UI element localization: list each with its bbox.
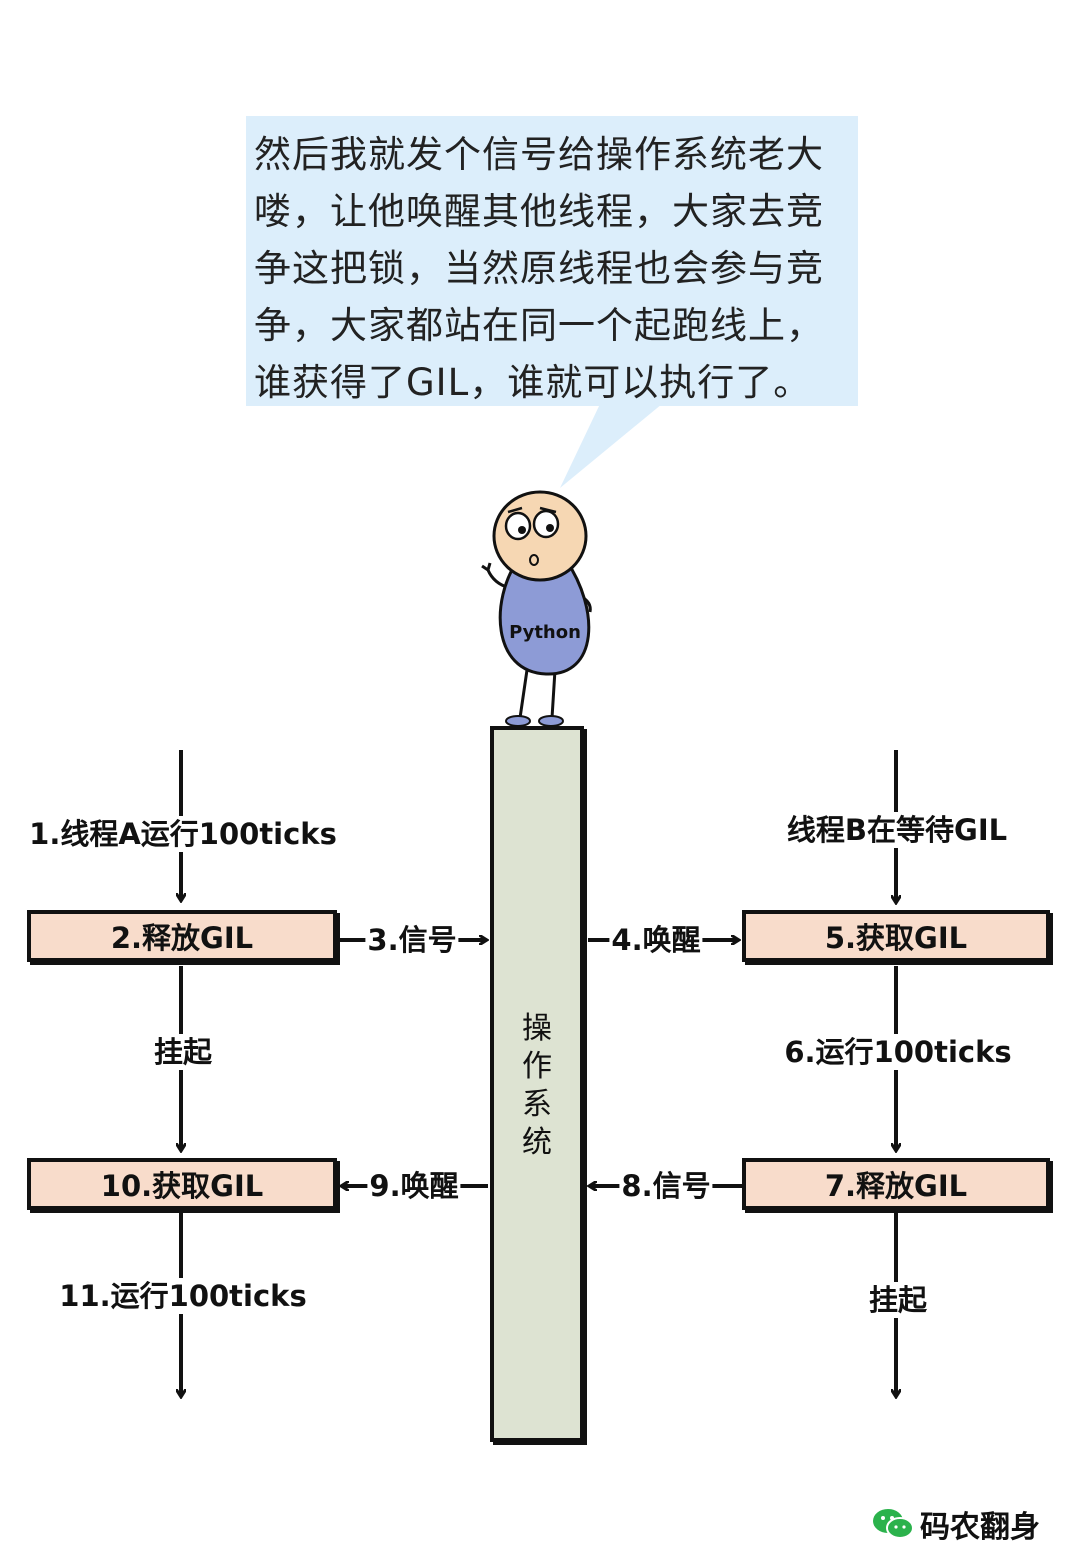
release-gil-label-7: 7.释放GIL — [824, 1169, 968, 1203]
release-gil-box-7: 7.释放GIL — [742, 1158, 1050, 1210]
acquire-gil-box-10: 10.获取GIL — [27, 1158, 337, 1210]
release-gil-label-2: 2.释放GIL — [110, 921, 254, 955]
right-suspend-label: 挂起 — [866, 1282, 930, 1318]
watermark-text: 码农翻身 — [920, 1510, 1040, 1545]
signal-3-label: 3.信号 — [365, 922, 459, 958]
release-gil-box-2: 2.释放GIL — [27, 910, 337, 962]
thread-b-waiting-label: 线程B在等待GIL — [784, 812, 1010, 848]
python-character — [481, 490, 592, 727]
speech-bubble: 然后我就发个信号给操作系统老大 喽，让他唤醒其他线程，大家去竞 争这把锁，当然原… — [246, 116, 858, 406]
bubble-line-4: 争，大家都站在同一个起跑线上， — [254, 304, 824, 347]
bubble-line-3: 争这把锁，当然原线程也会参与竞 — [254, 247, 824, 290]
os-label: 操作系统 — [522, 1011, 552, 1160]
step-6-label: 6.运行100ticks — [782, 1034, 1014, 1070]
os-pillar — [490, 726, 584, 1442]
acquire-gil-box-5: 5.获取GIL — [742, 910, 1050, 962]
wake-4-label: 4.唤醒 — [609, 922, 703, 958]
wake-9-label: 9.唤醒 — [367, 1168, 461, 1204]
bubble-line-2: 喽，让他唤醒其他线程，大家去竞 — [254, 190, 824, 233]
bubble-line-1: 然后我就发个信号给操作系统老大 — [254, 133, 824, 176]
bubble-line-5: 谁获得了GIL，谁就可以执行了。 — [254, 361, 812, 404]
python-label: Python — [509, 622, 581, 643]
bubble-tail — [560, 404, 662, 488]
wechat-icon — [873, 1509, 914, 1539]
acquire-gil-label-10: 10.获取GIL — [100, 1169, 264, 1203]
left-suspend-label: 挂起 — [151, 1034, 215, 1070]
step-1-label: 1.线程A运行100ticks — [27, 816, 339, 852]
signal-8-label: 8.信号 — [619, 1168, 713, 1204]
watermark: 码农翻身 — [872, 1502, 1040, 1546]
step-11-label: 11.运行100ticks — [57, 1278, 309, 1314]
acquire-gil-label-5: 5.获取GIL — [824, 921, 968, 955]
